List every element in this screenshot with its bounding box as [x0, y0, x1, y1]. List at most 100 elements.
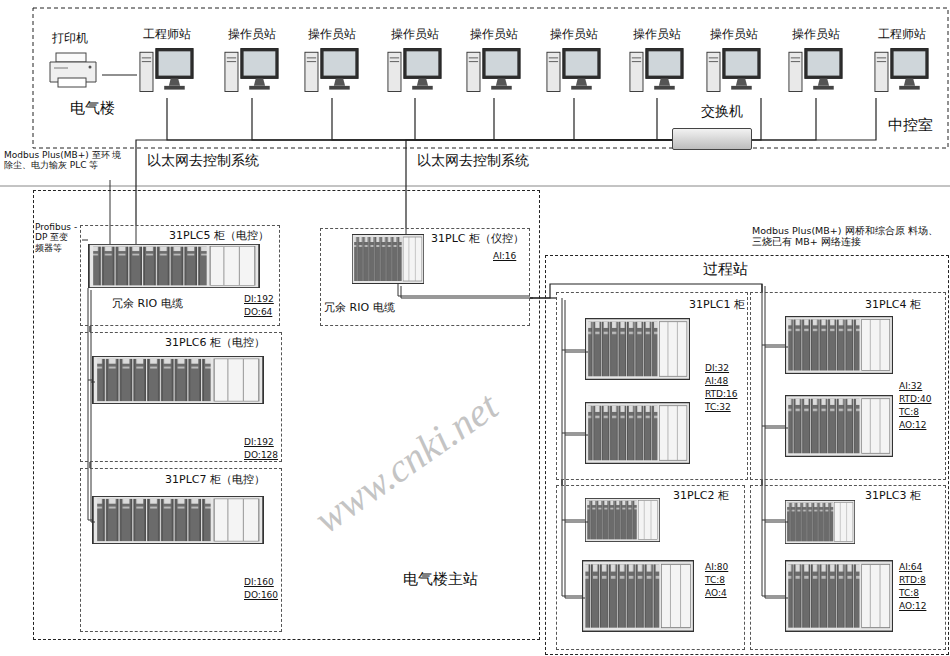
- plc-cabinet: 31PLC6 柜（电控） DI:192DO:128: [80, 332, 282, 462]
- node-title: 操作员站: [627, 28, 687, 42]
- node-title: 打印机: [52, 32, 88, 46]
- rio-cable: [88, 284, 785, 596]
- node-title: 操作员站: [544, 28, 604, 42]
- node-title: 31PLC6 柜（电控）: [165, 337, 265, 350]
- drawing-part: [82, 240, 88, 241]
- drawing-part: [875, 49, 928, 92]
- node-title: 31PLC5 柜（电控）: [169, 230, 269, 243]
- node-title: 过程站: [703, 261, 748, 278]
- plc-cabinet: 31PLC2 柜AI:80TC:8AO:4: [556, 485, 745, 650]
- workstation: 操作员站: [302, 28, 362, 98]
- drawing-part: [707, 49, 760, 92]
- plc-racks: [89, 235, 893, 632]
- io-count: RTD:16: [705, 389, 738, 399]
- io-count: DO:160: [244, 590, 278, 600]
- drawing-part: [89, 244, 259, 287]
- node-title: 31PLC4 柜: [865, 299, 921, 312]
- edge-label: 以太网去控制系统: [146, 152, 260, 170]
- node-title: 工程师站: [137, 28, 197, 42]
- ethernet-link: [657, 98, 672, 140]
- plc-cabinet: 31PLC7 柜（电控） DI:160DO:160: [80, 468, 282, 632]
- io-count: AI:64: [899, 562, 922, 572]
- io-count: DI:192: [244, 294, 274, 304]
- drawing-part: [586, 403, 690, 464]
- ethernet-link: [415, 98, 672, 140]
- node-title: 31PLC7 柜（电控）: [165, 474, 265, 487]
- separator-line: [0, 186, 950, 187]
- ethernet-link: [332, 98, 672, 140]
- plc-cabinet: 31PLC4 柜AI:32RTD:40TC:8AO:12: [750, 292, 946, 480]
- drawing-part: [225, 49, 278, 92]
- drawing-part: [583, 561, 694, 632]
- ethernet-link: [494, 98, 672, 140]
- node-title: 操作员站: [385, 28, 445, 42]
- ethernet-link: [574, 98, 672, 140]
- node-title: 操作员站: [704, 28, 764, 42]
- watermark: www.cnki.net: [306, 383, 507, 543]
- ethernet-link: [752, 98, 876, 140]
- workstation: 操作员站: [786, 28, 846, 98]
- io-count: AI:32: [899, 381, 922, 391]
- io-count: AI:16: [493, 251, 516, 261]
- note-label: Modbus Plus(MB+) 网桥和综合原 料场、三烧已有 MB+ 网络连接: [752, 226, 942, 248]
- printer-icon: [50, 53, 96, 87]
- drawing-part: [305, 49, 358, 92]
- drawing-part: [398, 284, 530, 296]
- io-count: TC:8: [899, 588, 919, 598]
- workstation: 工程师站: [137, 28, 197, 98]
- io-count: AI:48: [705, 376, 728, 386]
- node-title: 31PLC1 柜: [689, 299, 745, 312]
- io-count: DI:160: [244, 577, 274, 587]
- io-count: TC:8: [705, 575, 725, 585]
- workstation: 操作员站: [627, 28, 687, 98]
- note-label: Modbus Plus(MB+) 至环 境除尘、电力输灰 PLC 等: [4, 150, 130, 171]
- drawing-part: [630, 49, 683, 92]
- workstation: 工程师站: [872, 28, 932, 98]
- drawing-part: [93, 496, 263, 543]
- workstation: 操作员站: [544, 28, 604, 98]
- node-title: 31PLC2 柜: [673, 490, 729, 503]
- node-title: 操作员站: [222, 28, 282, 42]
- drawing-part: [467, 49, 520, 92]
- note-label: Profibus -DP 至变 频器等: [35, 222, 79, 253]
- note-label: 中控室: [888, 117, 933, 134]
- plc-cabinet: 31PLC5 柜（电控） DI:192DO:64: [80, 225, 280, 326]
- io-count: DI:32: [705, 363, 729, 373]
- note-label: 冗余 RIO 电缆: [112, 298, 183, 311]
- note-label: 冗余 RIO 电缆: [324, 302, 395, 315]
- rio-link: [530, 284, 762, 298]
- io-count: DO:128: [244, 450, 278, 460]
- drawing-part: [93, 356, 263, 403]
- drawing-part: [786, 317, 893, 374]
- control-room-region: [33, 8, 948, 148]
- ethernet-link: [406, 140, 672, 228]
- drawing-part: [140, 49, 193, 92]
- workstation: 操作员站: [704, 28, 764, 98]
- printer: 打印机: [44, 32, 102, 94]
- station-region: 31PLC1 柜DI:32AI:48RTD:16TC:3231PLC4 柜AI:…: [545, 255, 949, 655]
- ethernet-switch: 交换机: [672, 128, 752, 150]
- drawing-part: [352, 235, 423, 284]
- io-count: AO:12: [899, 601, 926, 611]
- io-count: TC:8: [899, 407, 919, 417]
- drawing-part: [586, 319, 690, 380]
- workstation: 操作员站: [464, 28, 524, 98]
- drawing-part: [785, 500, 854, 543]
- workstation: 操作员站: [385, 28, 445, 98]
- ethernet-link: [752, 98, 816, 140]
- io-count: AO:12: [899, 420, 926, 430]
- io-count: DI:192: [244, 437, 274, 447]
- drawing-part: [786, 396, 893, 457]
- workstation-icons: [140, 49, 928, 92]
- node-title: 31PLC3 柜: [865, 490, 921, 503]
- ethernet-link: [136, 140, 672, 225]
- drawing-part: [547, 49, 600, 92]
- drawing-part: [388, 49, 441, 92]
- ethernet-link: [752, 98, 761, 140]
- node-title: 操作员站: [464, 28, 524, 42]
- io-count: DO:64: [244, 307, 272, 317]
- io-count: AO:4: [705, 588, 727, 598]
- drawing-part: [136, 225, 137, 244]
